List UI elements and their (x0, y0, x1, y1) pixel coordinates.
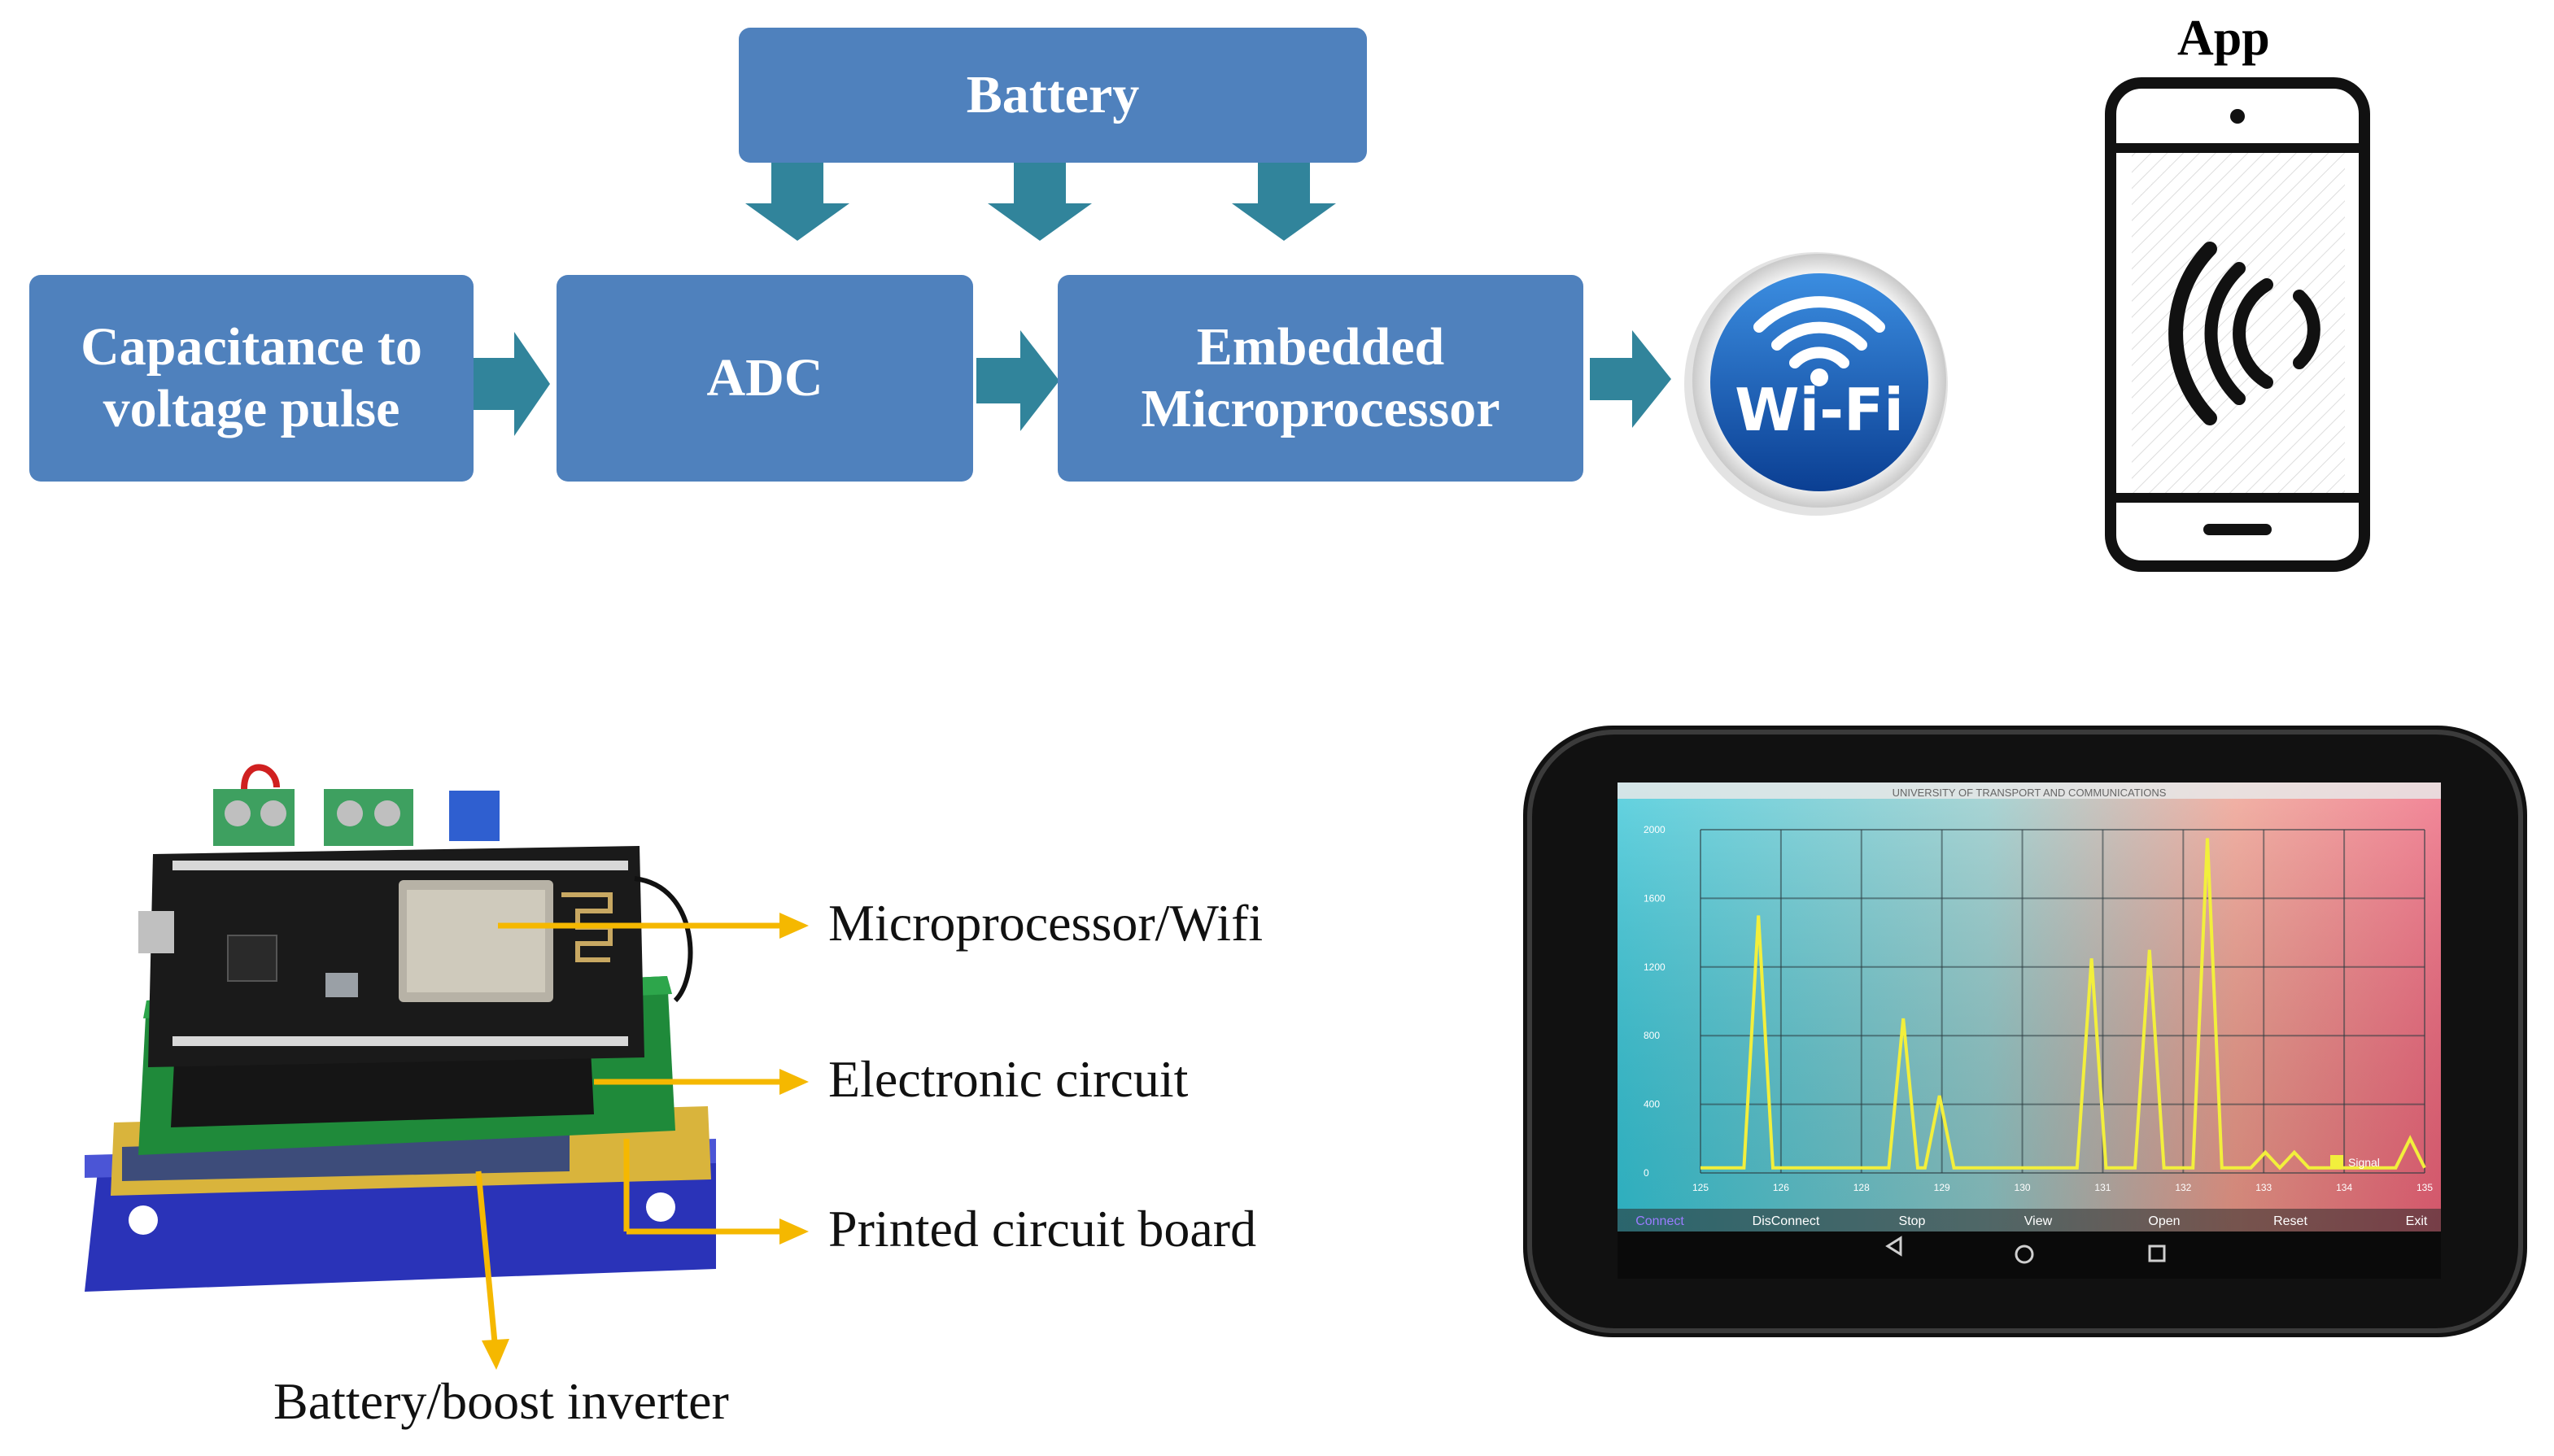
y-tick-label: 800 (1644, 1030, 1660, 1041)
label-printed-circuit-board: Printed circuit board (828, 1200, 1257, 1258)
arrow-cap-to-adc (474, 332, 550, 436)
x-tick-label: 135 (2416, 1182, 2433, 1193)
tablet-button-view[interactable]: View (2024, 1214, 2053, 1228)
adc-label: ADC (706, 348, 823, 408)
tablet-button-open[interactable]: Open (2148, 1214, 2180, 1228)
x-tick-label: 128 (1853, 1182, 1870, 1193)
battery-label: Battery (966, 65, 1140, 125)
signal-series-line (1700, 838, 2426, 1170)
tablet-button-stop[interactable]: Stop (1899, 1214, 1926, 1228)
battery-block: Battery (739, 28, 1367, 163)
x-tick-label: 132 (2175, 1182, 2191, 1193)
label-battery-boost-inverter: Battery/boost inverter (273, 1372, 729, 1430)
capacitance-label-line2: voltage pulse (103, 379, 400, 438)
microprocessor-label-line2: Microprocessor (1141, 379, 1500, 438)
tablet-button-connect[interactable]: Connect (1635, 1214, 1684, 1228)
label-microprocessor-wifi: Microprocessor/Wifi (828, 894, 1264, 952)
microprocessor-label-line1: Embedded (1196, 317, 1445, 377)
battery-down-arrows (745, 163, 1336, 241)
tablet-device (1523, 726, 2527, 1337)
battery-arrow-2 (988, 163, 1092, 241)
smartphone-icon (2105, 77, 2370, 572)
x-tick-label: 134 (2336, 1182, 2352, 1193)
legend-label: Signal (2348, 1156, 2380, 1169)
y-tick-label: 400 (1644, 1099, 1660, 1110)
adc-block: ADC (557, 275, 973, 482)
wifi-badge-icon (1684, 252, 1948, 516)
arrow-adc-to-mcu (976, 330, 1059, 431)
tablet-button-bar: Connect DisConnect Stop View Open Reset Exit (1635, 1214, 2428, 1228)
x-tick-label: 129 (1934, 1182, 1950, 1193)
battery-arrow-1 (745, 163, 849, 241)
tablet-button-exit[interactable]: Exit (2406, 1214, 2428, 1228)
capacitance-block: Capacitance to voltage pulse (29, 275, 474, 482)
y-tick-label: 2000 (1644, 824, 1666, 835)
x-tick-label: 126 (1773, 1182, 1789, 1193)
tablet-button-reset[interactable]: Reset (2273, 1214, 2307, 1228)
wifi-badge-label: Wi-Fi (1735, 376, 1904, 444)
app-label: App (2177, 11, 2270, 66)
x-tick-label: 133 (2255, 1182, 2272, 1193)
circuit-photo (85, 764, 716, 1292)
y-tick-label: 1600 (1644, 892, 1666, 904)
x-tick-label: 130 (2015, 1182, 2031, 1193)
capacitance-label-line1: Capacitance to (81, 317, 422, 377)
tablet-header: UNIVERSITY OF TRANSPORT AND COMMUNICATIO… (1893, 787, 2167, 799)
x-tick-label: 131 (2094, 1182, 2111, 1193)
arrow-mcu-to-wifi (1590, 330, 1671, 428)
chart-grid (1700, 829, 2425, 1174)
battery-arrow-3 (1232, 163, 1336, 241)
callout-arrows (475, 913, 809, 1370)
x-tick-label: 125 (1692, 1182, 1709, 1193)
tablet-button-disconnect[interactable]: DisConnect (1753, 1214, 1820, 1228)
y-tick-label: 0 (1644, 1167, 1649, 1179)
microprocessor-block: Embedded Microprocessor (1058, 275, 1583, 482)
label-electronic-circuit: Electronic circuit (828, 1050, 1189, 1108)
y-tick-label: 1200 (1644, 961, 1666, 973)
legend-swatch (2330, 1155, 2343, 1168)
chart-tick-labels: 125 126 128 129 130 131 132 133 134 135 0 400 800 120… (1644, 824, 2433, 1193)
flow-arrows (474, 330, 1671, 436)
